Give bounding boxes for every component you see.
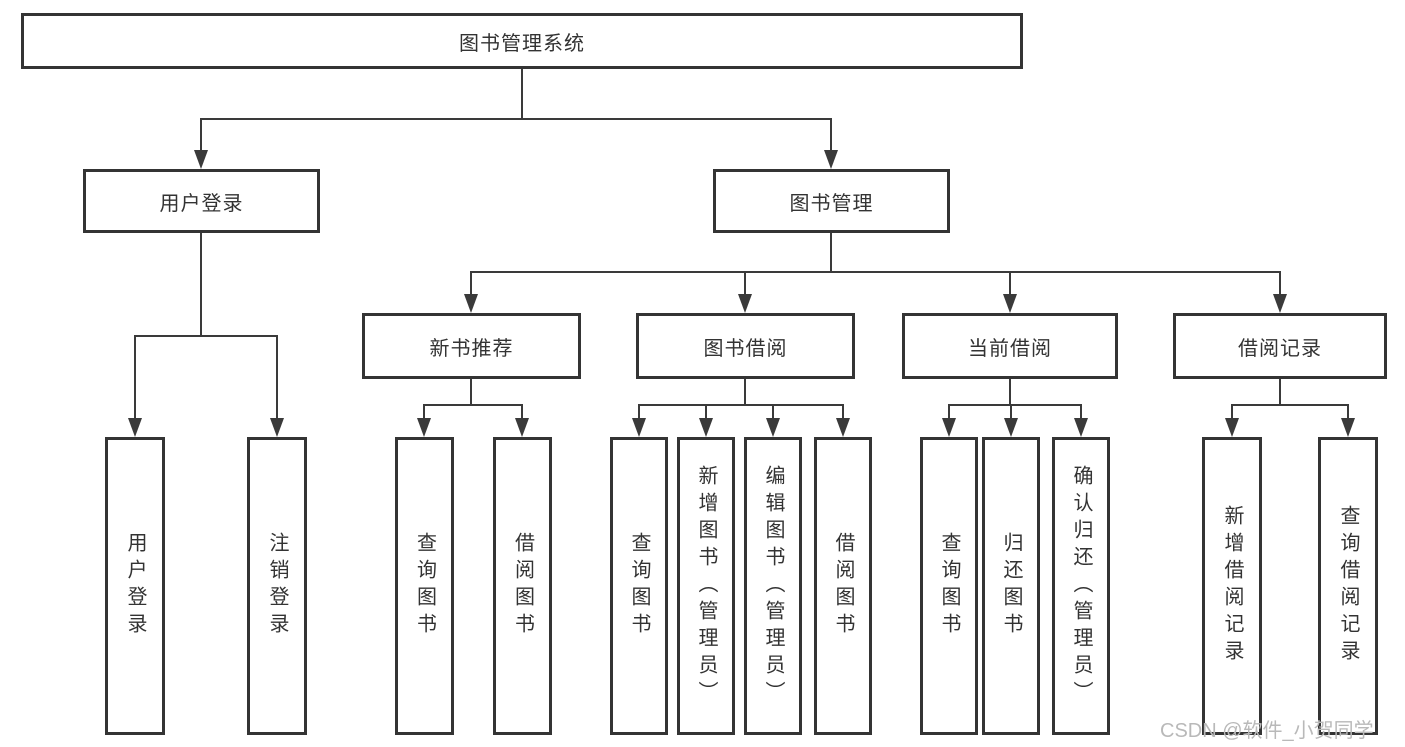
connector-line	[1279, 379, 1281, 406]
node-borrow-records-label: 借阅记录	[1238, 337, 1322, 360]
leaf-current-confirm: 确认归还（管理员）	[1052, 437, 1110, 735]
node-root: 图书管理系统	[21, 13, 1023, 69]
leaf-bookborrow-query-label: 查询图书	[628, 532, 650, 640]
connector-line	[200, 118, 202, 151]
connector-line	[134, 335, 136, 419]
arrowhead-down	[699, 418, 713, 437]
leaf-current-query: 查询图书	[920, 437, 978, 735]
arrowhead-down	[270, 418, 284, 437]
arrowhead-down	[824, 150, 838, 169]
node-book-mgmt-label: 图书管理	[789, 192, 874, 215]
connector-line	[1010, 404, 1012, 419]
leaf-records-add-label: 新增借阅记录	[1221, 505, 1243, 667]
leaf-records-query: 查询借阅记录	[1318, 437, 1378, 735]
leaf-records-add: 新增借阅记录	[1202, 437, 1262, 735]
connector-line	[830, 233, 832, 273]
node-new-books: 新书推荐	[362, 313, 581, 379]
connector-line	[638, 404, 640, 419]
connector-line	[638, 404, 844, 406]
node-root-label: 图书管理系统	[459, 32, 585, 55]
leaf-bookborrow-edit: 编辑图书（管理员）	[744, 437, 802, 735]
node-current-borrow: 当前借阅	[902, 313, 1118, 379]
leaf-newbook-borrow: 借阅图书	[493, 437, 552, 735]
connector-line	[470, 271, 1281, 273]
arrowhead-down	[766, 418, 780, 437]
connector-line	[1231, 404, 1348, 406]
connector-line	[200, 233, 202, 337]
node-user-login-label: 用户登录	[159, 192, 244, 215]
connector-line	[1009, 379, 1011, 406]
csdn-watermark: CSDN @软件_小贺同学	[1160, 720, 1374, 742]
leaf-newbook-query-label: 查询图书	[413, 532, 436, 640]
arrowhead-down	[1341, 418, 1355, 437]
leaf-records-query-label: 查询借阅记录	[1337, 505, 1359, 667]
arrowhead-down	[128, 418, 142, 437]
arrowhead-down	[515, 418, 529, 437]
node-book-borrow: 图书借阅	[636, 313, 855, 379]
leaf-newbook-query: 查询图书	[395, 437, 454, 735]
leaf-current-return: 归还图书	[982, 437, 1040, 735]
connector-line	[276, 335, 278, 419]
arrowhead-down	[1003, 294, 1017, 313]
arrowhead-down	[1273, 294, 1287, 313]
arrowhead-down	[417, 418, 431, 437]
node-user-login: 用户登录	[83, 169, 320, 233]
node-borrow-records: 借阅记录	[1173, 313, 1387, 379]
leaf-bookborrow-edit-label: 编辑图书（管理员）	[762, 464, 784, 708]
connector-line	[134, 335, 278, 337]
arrowhead-down	[632, 418, 646, 437]
connector-line	[423, 404, 523, 406]
node-current-borrow-label: 当前借阅	[968, 337, 1052, 360]
arrowhead-down	[1074, 418, 1088, 437]
connector-line	[1347, 404, 1349, 419]
node-book-borrow-label: 图书借阅	[703, 337, 788, 360]
leaf-logout: 注销登录	[247, 437, 307, 735]
connector-line	[1279, 271, 1281, 295]
leaf-bookborrow-borrow-label: 借阅图书	[832, 532, 854, 640]
connector-line	[842, 404, 844, 419]
arrowhead-down	[464, 294, 478, 313]
arrowhead-down	[1004, 418, 1018, 437]
connector-line	[744, 271, 746, 295]
connector-line	[744, 379, 746, 406]
leaf-current-query-label: 查询图书	[938, 532, 960, 640]
connector-line	[1231, 404, 1233, 419]
connector-line	[1009, 271, 1011, 295]
leaf-user-login: 用户登录	[105, 437, 165, 735]
connector-line	[521, 69, 523, 119]
connector-line	[948, 404, 1082, 406]
leaf-logout-label: 注销登录	[266, 532, 288, 640]
connector-line	[772, 404, 774, 419]
leaf-bookborrow-query: 查询图书	[610, 437, 668, 735]
arrowhead-down	[836, 418, 850, 437]
connector-line	[470, 379, 472, 406]
connector-line	[470, 271, 472, 295]
node-new-books-label: 新书推荐	[429, 337, 514, 360]
connector-line	[705, 404, 707, 419]
arrowhead-down	[942, 418, 956, 437]
leaf-newbook-borrow-label: 借阅图书	[511, 532, 534, 640]
leaf-current-confirm-label: 确认归还（管理员）	[1070, 464, 1092, 708]
leaf-bookborrow-add: 新增图书（管理员）	[677, 437, 735, 735]
leaf-user-login-label: 用户登录	[124, 532, 146, 640]
arrowhead-down	[194, 150, 208, 169]
leaf-bookborrow-borrow: 借阅图书	[814, 437, 872, 735]
node-book-mgmt: 图书管理	[713, 169, 950, 233]
connector-line	[423, 404, 425, 419]
connector-line	[830, 118, 832, 151]
arrowhead-down	[1225, 418, 1239, 437]
leaf-bookborrow-add-label: 新增图书（管理员）	[695, 464, 717, 708]
connector-line	[200, 118, 832, 120]
arrowhead-down	[738, 294, 752, 313]
connector-line	[521, 404, 523, 419]
leaf-current-return-label: 归还图书	[1000, 532, 1022, 640]
connector-line	[948, 404, 950, 419]
connector-line	[1080, 404, 1082, 419]
